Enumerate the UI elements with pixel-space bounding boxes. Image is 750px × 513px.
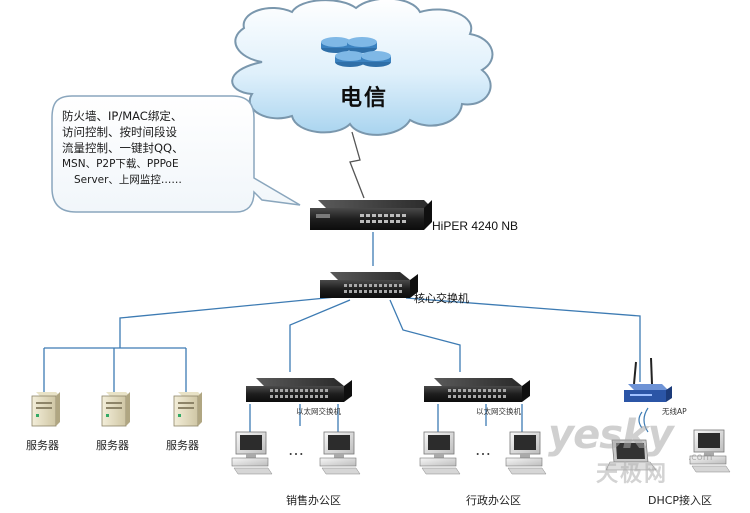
telecom-cloud bbox=[231, 0, 494, 136]
zone-label-admin: 行政办公区 bbox=[466, 494, 521, 507]
yesky-watermark: yesky bbox=[548, 412, 674, 458]
wireless-ap-label: 无线AP bbox=[662, 407, 687, 416]
feature-line: 防火墙、IP/MAC绑定、 bbox=[62, 109, 183, 123]
yesky-watermark-cn: 天极网 bbox=[596, 462, 669, 487]
laptop-dhcp-icon bbox=[605, 439, 657, 471]
server-label: 服务器 bbox=[96, 439, 129, 452]
core-switch-icon bbox=[320, 272, 418, 298]
server-label: 服务器 bbox=[166, 439, 199, 452]
server-3-icon bbox=[173, 392, 202, 427]
feature-line: Server、上网监控…… bbox=[74, 174, 182, 186]
pc-dhcp-icon bbox=[689, 429, 731, 473]
server-1-icon bbox=[31, 392, 60, 427]
zone-label-dhcp: DHCP接入区 bbox=[648, 494, 713, 507]
more-pcs-ellipsis: … bbox=[288, 440, 304, 459]
feature-line: 流量控制、一键封QQ、 bbox=[62, 141, 184, 155]
lan-links bbox=[43, 232, 641, 432]
core-switch-label: 核心交换机 bbox=[414, 292, 469, 305]
pc-sales-2-icon bbox=[319, 431, 361, 475]
feature-list: 防火墙、IP/MAC绑定、 访问控制、按时间段设 流量控制、一键封QQ、 MSN… bbox=[62, 108, 232, 188]
pc-admin-2-icon bbox=[505, 431, 547, 475]
hiper-router-icon bbox=[310, 200, 432, 230]
zone-label-sales: 销售办公区 bbox=[286, 494, 341, 507]
access-switch-label: 以太网交换机 bbox=[296, 407, 341, 416]
wifi-signal-icon bbox=[638, 407, 649, 433]
access-switch-sales-icon bbox=[246, 378, 352, 402]
access-switch-admin-icon bbox=[424, 378, 530, 402]
telecom-cloud-label: 电信 bbox=[340, 86, 389, 111]
feature-line: 访问控制、按时间段设 bbox=[62, 125, 177, 139]
feature-callout-bubble bbox=[51, 95, 301, 213]
wan-link bbox=[349, 131, 365, 199]
server-2-icon bbox=[101, 392, 130, 427]
pc-sales-1-icon bbox=[231, 431, 273, 475]
access-switch-label: 以太网交换机 bbox=[476, 407, 521, 416]
router-model-label: HiPER 4240 NB bbox=[432, 219, 519, 233]
pc-admin-1-icon bbox=[419, 431, 461, 475]
more-pcs-ellipsis: … bbox=[475, 440, 491, 459]
server-label: 服务器 bbox=[26, 439, 59, 452]
yesky-watermark-com: .com bbox=[688, 452, 713, 463]
feature-line: MSN、P2P下载、PPPoE bbox=[62, 158, 179, 170]
cloud-router-cluster-icon bbox=[321, 37, 391, 67]
wireless-ap-icon bbox=[624, 357, 672, 402]
